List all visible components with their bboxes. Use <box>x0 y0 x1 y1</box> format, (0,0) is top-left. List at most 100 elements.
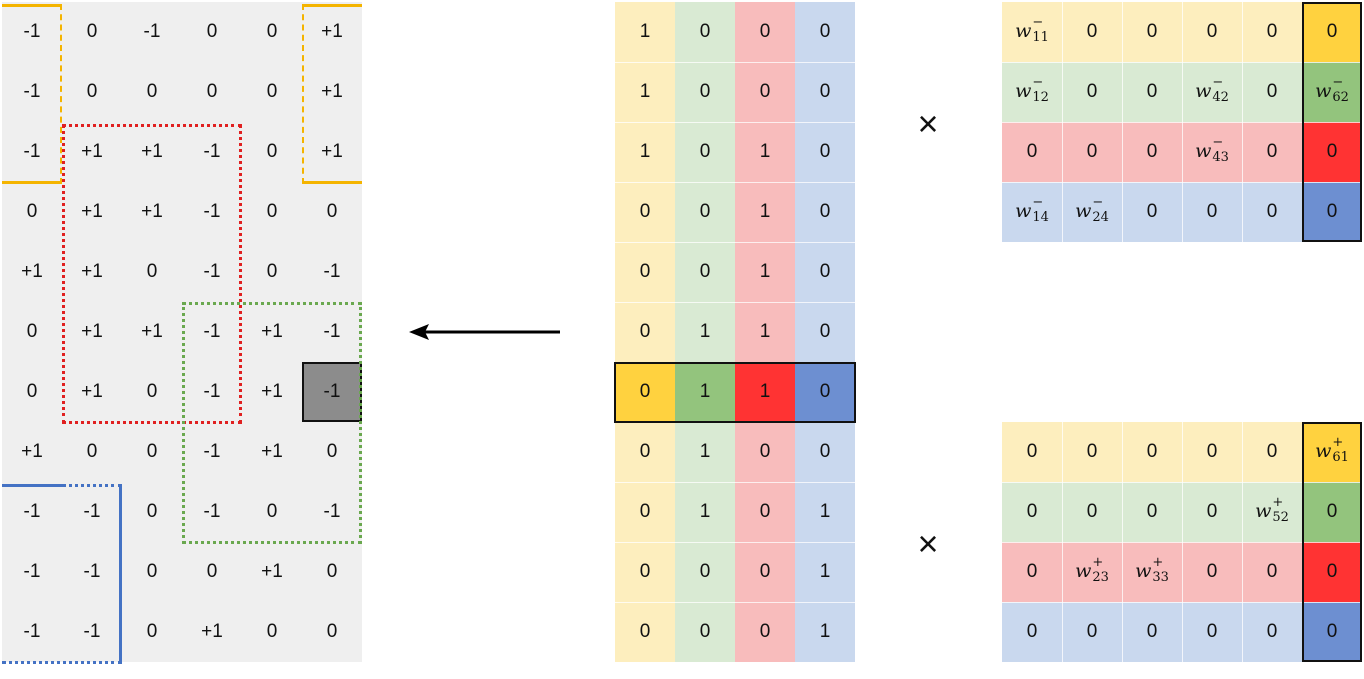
middle-matrix-cell: 0 <box>675 2 735 62</box>
left-matrix-cell: -1 <box>203 441 221 462</box>
weight-sign: − <box>1332 75 1344 90</box>
weight-symbol: w−11 <box>1015 16 1049 45</box>
top-right-matrix-cell: 0 <box>1182 182 1242 242</box>
left-matrix-cell: 0 <box>86 21 98 42</box>
middle-row-separator <box>615 422 855 423</box>
left-matrix-cell: -1 <box>23 81 41 102</box>
left-matrix-cell: 0 <box>326 621 338 642</box>
middle-matrix-cell: 1 <box>735 362 795 422</box>
weight-index: 11 <box>1032 30 1049 45</box>
left-matrix-cell: 0 <box>26 381 38 402</box>
left-matrix-cell: -1 <box>203 381 221 402</box>
middle-matrix-cell: 0 <box>675 182 735 242</box>
middle-matrix-cell: 0 <box>795 2 855 62</box>
top-right-matrix-cell: 0 <box>1242 182 1302 242</box>
middle-matrix-cell: 1 <box>675 362 735 422</box>
left-matrix-cell: 0 <box>146 621 158 642</box>
top-right-matrix-cell: w−11 <box>1002 2 1062 62</box>
left-matrix-cell: 0 <box>26 201 38 222</box>
top-right-matrix-cell: 0 <box>1242 122 1302 182</box>
left-matrix-cell: -1 <box>323 501 341 522</box>
top-right-matrix-cell: 0 <box>1062 2 1122 62</box>
top-right-matrix-cell: 0 <box>1062 122 1122 182</box>
bottom-right-matrix-cell: 0 <box>1122 602 1182 662</box>
weight-sign: − <box>1032 195 1044 210</box>
middle-matrix-cell: 1 <box>735 122 795 182</box>
weight-symbol: w−12 <box>1015 76 1049 105</box>
weight-index: 12 <box>1032 90 1049 105</box>
left-matrix-cell: +1 <box>141 141 163 162</box>
left-matrix-cell: 0 <box>266 501 278 522</box>
middle-matrix-cell: 0 <box>615 422 675 482</box>
left-matrix-cell: 0 <box>266 261 278 282</box>
bottom-right-matrix-cell: 0 <box>1242 602 1302 662</box>
bottom-right-matrix-cell: 0 <box>1062 602 1122 662</box>
middle-matrix-cell: 1 <box>795 482 855 542</box>
top-right-matrix-cell: 0 <box>1002 122 1062 182</box>
left-matrix-cell: +1 <box>21 261 43 282</box>
bottom-right-matrix-cell: 0 <box>1122 482 1182 542</box>
weight-letter: w <box>1315 80 1332 102</box>
middle-matrix-cell: 0 <box>675 62 735 122</box>
top-right-matrix-cell: 0 <box>1062 62 1122 122</box>
middle-row-separator <box>615 302 855 303</box>
left-matrix-cell: -1 <box>323 261 341 282</box>
left-matrix-cell: +1 <box>321 81 343 102</box>
top-right-matrix-row-separator <box>1002 182 1362 183</box>
weight-symbol: w+33 <box>1135 556 1169 585</box>
middle-matrix-cell: 0 <box>735 542 795 602</box>
middle-matrix-cell: 0 <box>735 62 795 122</box>
weight-symbol: w+23 <box>1075 556 1109 584</box>
weight-letter: w <box>1195 80 1212 102</box>
middle-matrix-cell: 0 <box>615 542 675 602</box>
weight-sign: − <box>1092 195 1104 210</box>
left-matrix-cell: 0 <box>206 81 218 102</box>
left-matrix-cell: 0 <box>146 561 158 582</box>
left-matrix-cell: -1 <box>203 261 221 282</box>
left-matrix-cell: +1 <box>321 141 343 162</box>
middle-row-separator <box>615 122 855 123</box>
left-matrix-cell: -1 <box>203 321 221 342</box>
middle-matrix-cell: 0 <box>795 62 855 122</box>
top-right-matrix-cell: 0 <box>1122 182 1182 242</box>
middle-row-separator <box>615 602 855 603</box>
weight-symbol: w−43 <box>1195 136 1229 164</box>
left-matrix-cell: +1 <box>21 441 43 462</box>
arrow-left-graphic <box>409 324 560 340</box>
left-matrix-cell: 0 <box>326 561 338 582</box>
weight-symbol: w−42 <box>1195 76 1229 104</box>
left-matrix-cell: +1 <box>321 21 343 42</box>
top-right-matrix-cell: 0 <box>1182 2 1242 62</box>
middle-row-separator <box>615 242 855 243</box>
middle-matrix-cell: 0 <box>795 422 855 482</box>
weight-index: 33 <box>1152 570 1169 585</box>
left-matrix-cell: 0 <box>146 381 158 402</box>
weight-letter: w <box>1075 560 1092 582</box>
left-matrix-cell: -1 <box>323 321 341 342</box>
middle-row-separator <box>615 62 855 63</box>
left-matrix-cell: 0 <box>326 441 338 462</box>
left-matrix-cell: 0 <box>206 21 218 42</box>
left-matrix-cell: +1 <box>261 321 283 342</box>
top-right-matrix-cell: w−12 <box>1002 62 1062 122</box>
left-matrix-cell: -1 <box>83 561 101 582</box>
middle-matrix-cell: 0 <box>795 242 855 302</box>
weight-letter: w <box>1135 560 1152 582</box>
bottom-right-matrix-cell: w+33 <box>1122 542 1182 602</box>
middle-matrix-cell: 0 <box>675 542 735 602</box>
middle-matrix-cell: 0 <box>615 482 675 542</box>
bottom-right-matrix-cell: w+52 <box>1242 482 1302 542</box>
left-matrix-cell: -1 <box>203 141 221 162</box>
left-matrix-cell: -1 <box>83 621 101 642</box>
middle-matrix-cell: 0 <box>735 2 795 62</box>
middle-row-separator <box>615 482 855 483</box>
weight-sign: − <box>1212 75 1224 90</box>
bottom-right-matrix-cell: 0 <box>1242 422 1302 482</box>
bottom-right-matrix-cell: 0 <box>1182 482 1242 542</box>
weight-letter: w <box>1255 500 1272 522</box>
middle-matrix-cell: 0 <box>675 602 735 662</box>
left-matrix-cell: 0 <box>26 321 38 342</box>
left-matrix-cell: -1 <box>23 141 41 162</box>
weight-symbol: w−14 <box>1015 196 1049 224</box>
left-matrix-cell: 0 <box>266 141 278 162</box>
